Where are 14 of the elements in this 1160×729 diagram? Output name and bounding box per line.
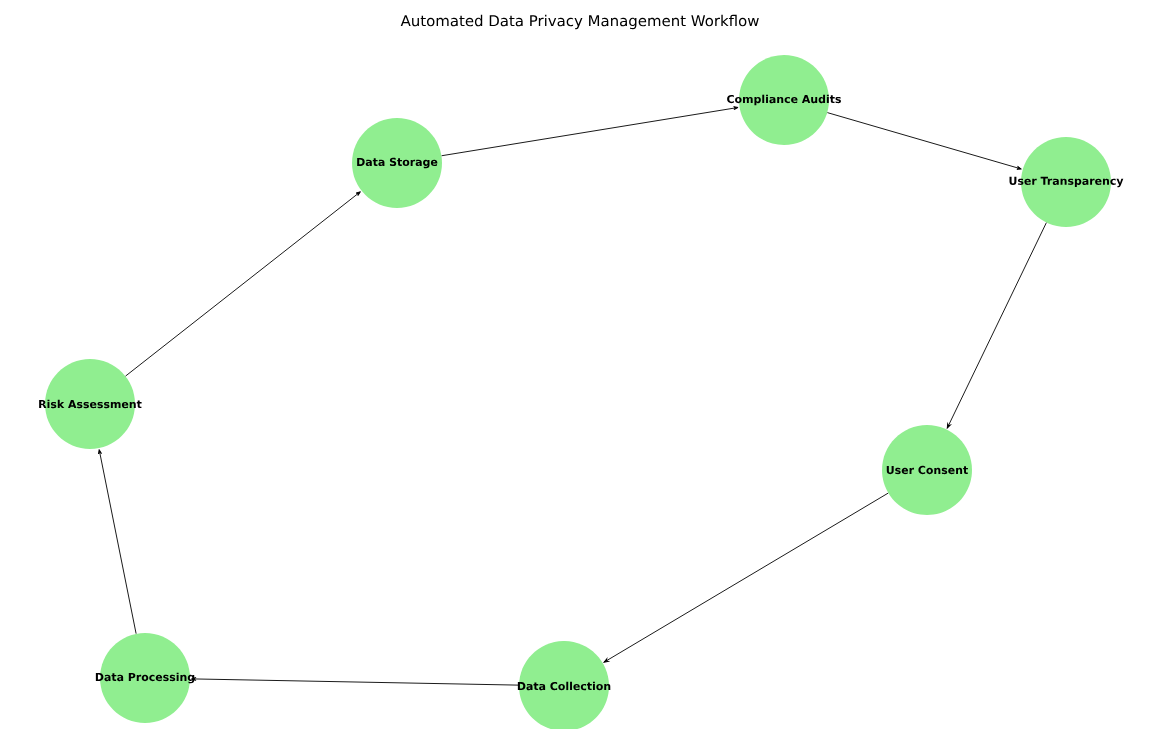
arrow bbox=[441, 106, 739, 157]
arrow bbox=[125, 191, 361, 377]
circle-node: Data Storage bbox=[352, 118, 442, 208]
arrow bbox=[946, 222, 1047, 429]
arrow bbox=[98, 449, 137, 635]
circle-node: User Consent bbox=[882, 425, 972, 515]
circle-node: User Transparency bbox=[1009, 137, 1124, 227]
arrow bbox=[603, 492, 889, 663]
circle-node: Compliance Audits bbox=[727, 55, 841, 145]
circle-node: Risk Assessment bbox=[39, 359, 142, 449]
circle-node: Data Processing bbox=[95, 633, 195, 723]
arrow bbox=[191, 677, 520, 686]
arrow bbox=[826, 112, 1022, 170]
title: Automated Data Privacy Management Workflow bbox=[400, 14, 759, 30]
